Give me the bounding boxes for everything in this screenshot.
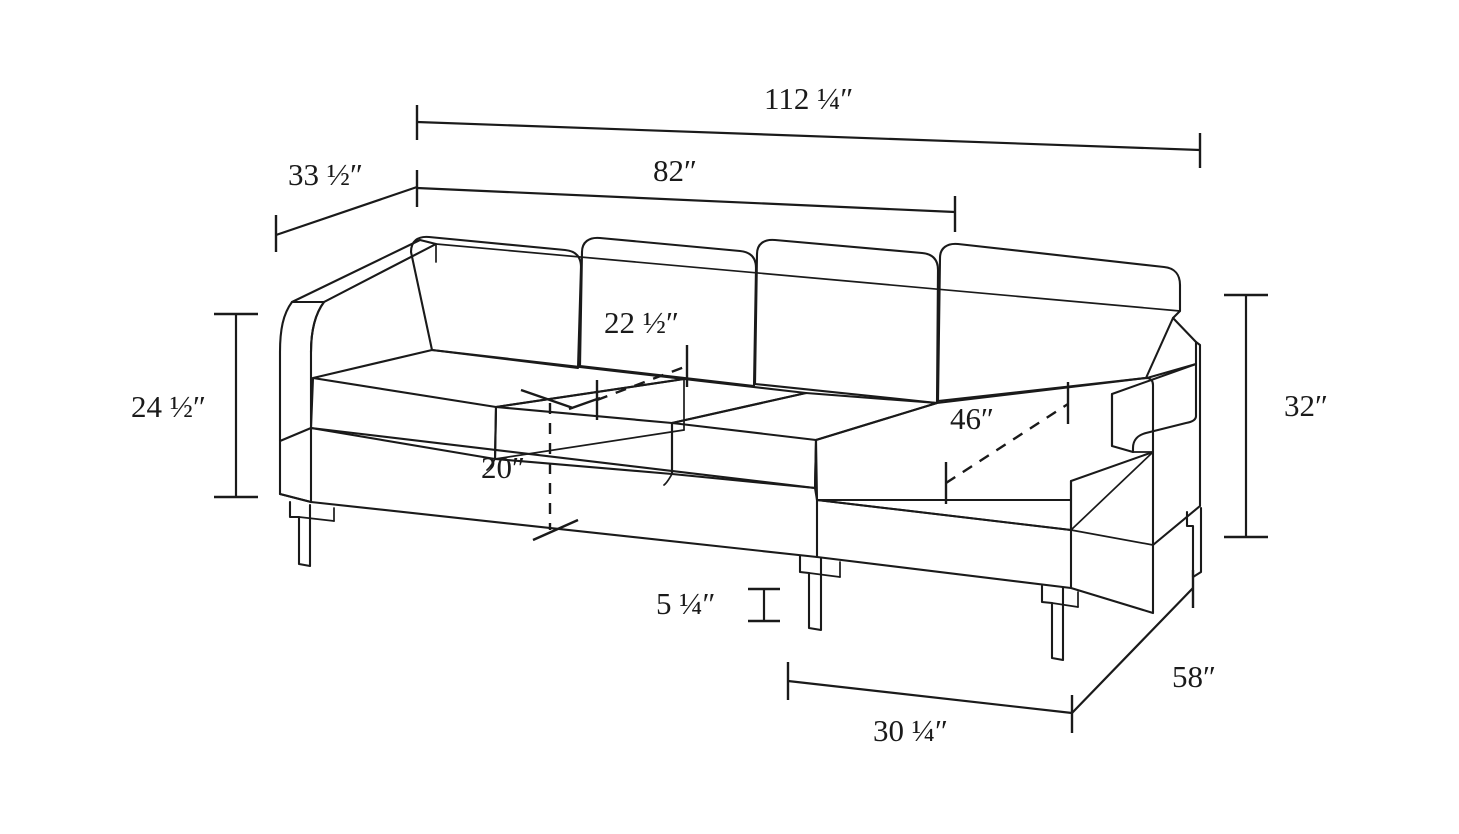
sofa-back-frame <box>435 243 1181 312</box>
dimension-leg-height <box>748 587 780 623</box>
label-chaise-width: 30 ¼″ <box>873 713 948 748</box>
dimension-overall-width <box>415 105 1202 168</box>
label-overall-width: 112 ¼″ <box>764 81 854 116</box>
dimension-sofa-depth <box>274 185 418 252</box>
chaise-base-frame <box>815 498 1155 615</box>
dimension-chaise-width <box>786 662 1074 733</box>
dimension-sofa-width <box>415 170 957 232</box>
label-leg-height: 5 ¼″ <box>656 586 716 621</box>
dimension-arm-height <box>214 312 258 499</box>
label-chaise-depth: 46″ <box>950 401 994 436</box>
label-back-height: 32″ <box>1284 388 1328 423</box>
label-seat-height: 20″ <box>481 450 525 485</box>
label-sofa-depth: 33 ½″ <box>288 157 363 192</box>
sofa-base-frame <box>278 426 819 559</box>
label-seat-depth: 22 ½″ <box>604 305 679 340</box>
dimension-chaise-depth <box>944 382 1070 504</box>
sofa-right-arm <box>1110 310 1202 547</box>
sofa-left-arm <box>278 238 438 504</box>
sofa-legs <box>288 500 1203 662</box>
label-overall-depth: 58″ <box>1172 659 1216 694</box>
sofa-back-cushions <box>409 235 1182 405</box>
dimension-seat-depth <box>568 345 689 420</box>
label-sofa-width: 82″ <box>653 153 697 188</box>
label-arm-height: 24 ½″ <box>131 389 206 424</box>
dimension-back-height <box>1224 293 1268 539</box>
